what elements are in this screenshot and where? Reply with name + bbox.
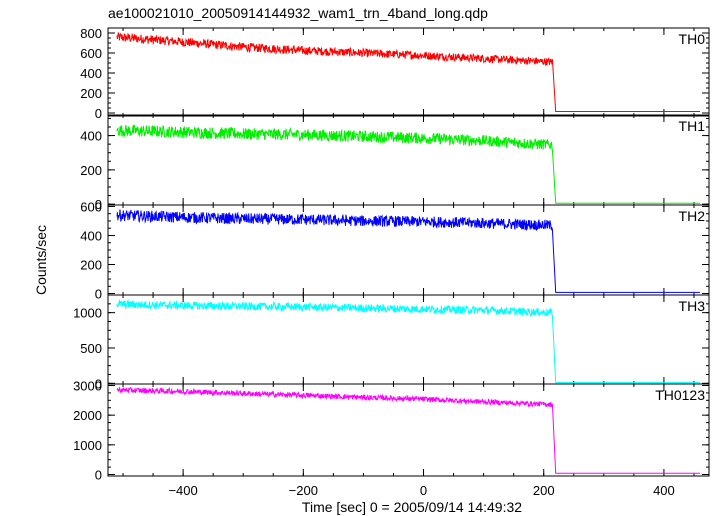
panel-th3: 0 500 1000 TH3 [73,294,710,391]
y-axis-label: Counts/sec [33,225,49,295]
panel-frame [107,27,710,117]
series-label-th2: TH2 [679,208,706,224]
series-line-th2 [116,209,700,293]
series-label-th3: TH3 [679,298,706,314]
y-tick-label: 600 [80,46,102,61]
panel-th0: 0 200 400 600 800 TH0 [80,26,710,121]
x-tick-label: 200 [533,483,555,498]
y-tick-label: 2000 [73,408,102,423]
y-tick-label: 200 [80,258,102,273]
y-tick-label: 3000 [73,378,102,393]
series-label-th1: TH1 [679,118,706,134]
y-tick-label: 1000 [73,306,102,321]
y-tick-label: 200 [80,163,102,178]
y-tick-label: 0 [95,197,102,212]
x-tick-label: 400 [653,483,675,498]
x-axis-tick-labels: −400 −200 0 200 400 [168,483,674,498]
y-tick-label: 400 [80,228,102,243]
chart-title: ae100021010_20050914144932_wam1_trn_4ban… [108,5,488,21]
series-label-th0: TH0 [679,31,706,47]
x-tick-label: −200 [289,483,318,498]
panel-th1: 0 200 400 TH1 [80,114,710,212]
y-tick-label: 600 [80,199,102,214]
y-tick-label: 0 [95,376,102,391]
series-line-th3 [116,298,700,384]
x-axis-label: Time [sec] 0 = 2005/09/14 14:49:32 [302,499,522,515]
y-tick-label: 400 [80,66,102,81]
series-line-th1 [116,124,700,204]
series-line-th0 [116,32,700,112]
y-tick-label: 0 [95,468,102,483]
y-tick-label: 500 [80,341,102,356]
x-tick-label: 0 [420,483,427,498]
y-tick-label: 200 [80,86,102,101]
y-tick-label: 400 [80,129,102,144]
series-label-th0123: TH0123 [655,387,705,403]
y-tick-label: 0 [95,106,102,121]
y-tick-label: 0 [95,287,102,302]
x-tick-label: −400 [168,483,197,498]
series-line-th0123 [116,386,700,474]
y-tick-label: 1000 [73,438,102,453]
y-tick-label: 800 [80,26,102,41]
